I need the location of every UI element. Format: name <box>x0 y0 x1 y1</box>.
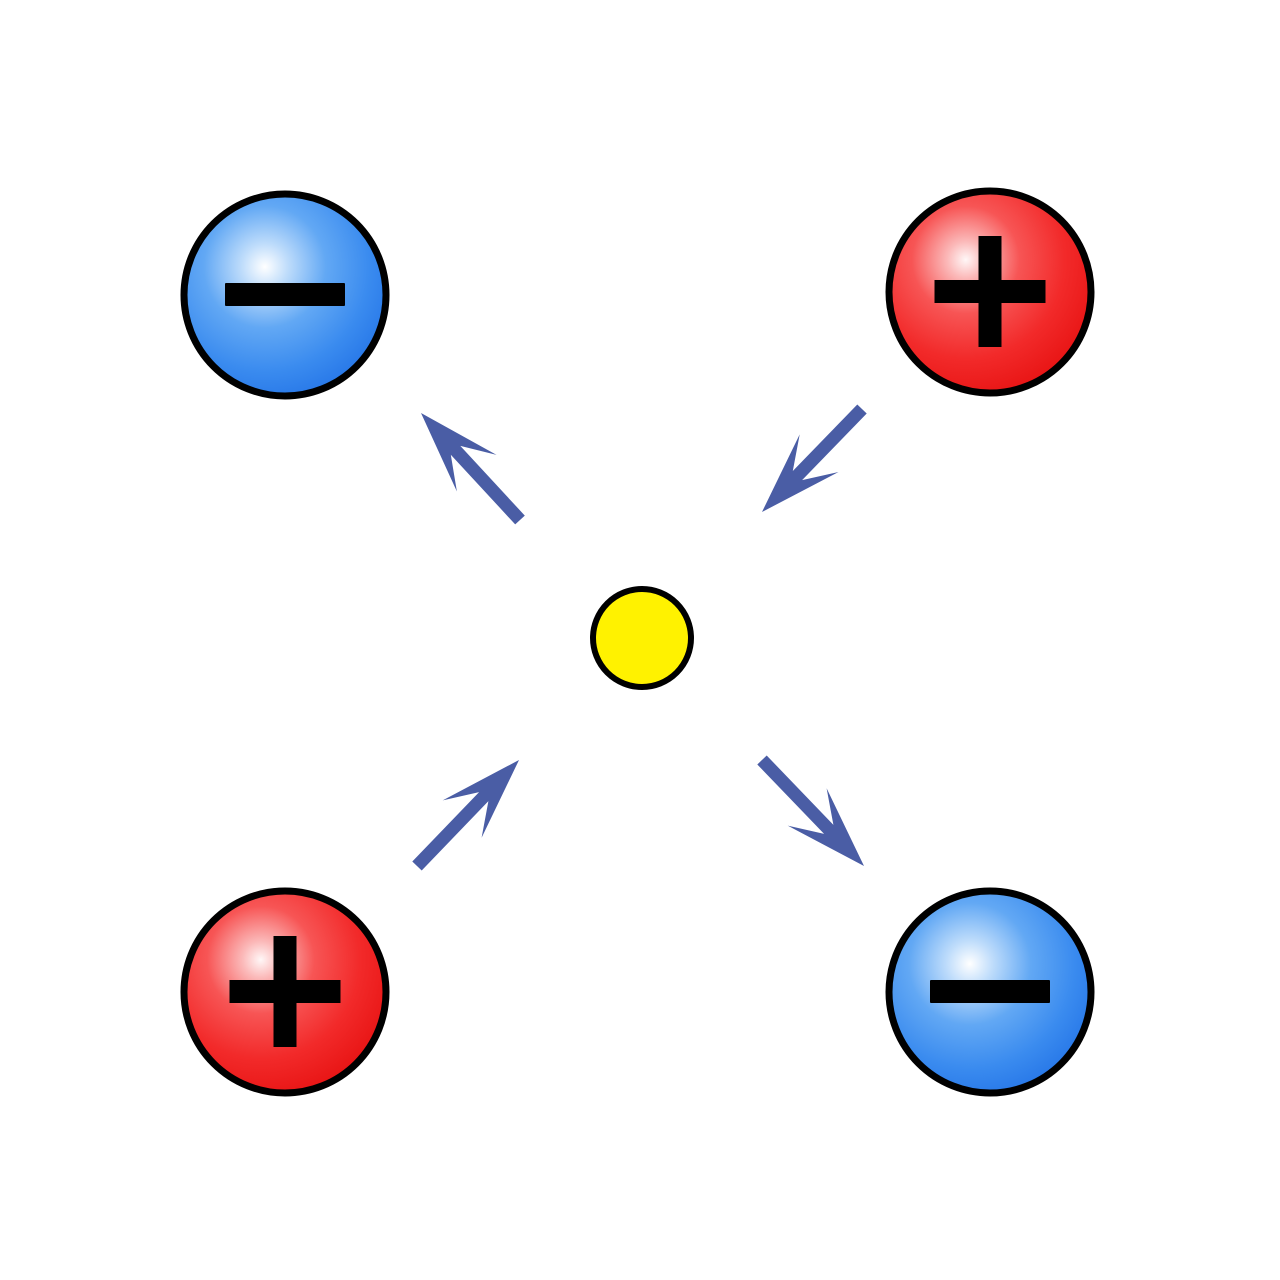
arrow-down-left-icon <box>762 404 867 512</box>
charge-top-right[interactable] <box>885 187 1095 397</box>
neutral-particle-body <box>590 586 694 690</box>
charge-bottom-right[interactable] <box>885 887 1095 1097</box>
plus-sign-icon <box>934 236 1046 347</box>
center-particle[interactable] <box>590 586 694 690</box>
arrow-down-right-icon <box>757 755 864 866</box>
minus-sign-icon <box>930 980 1050 1003</box>
arrow-up-left-icon <box>421 413 525 525</box>
plus-sign-icon <box>229 936 341 1047</box>
charge-bottom-left[interactable] <box>180 887 390 1097</box>
arrow-up-right-icon <box>412 760 519 871</box>
charge-top-left[interactable] <box>180 190 390 400</box>
minus-sign-icon <box>225 283 345 306</box>
